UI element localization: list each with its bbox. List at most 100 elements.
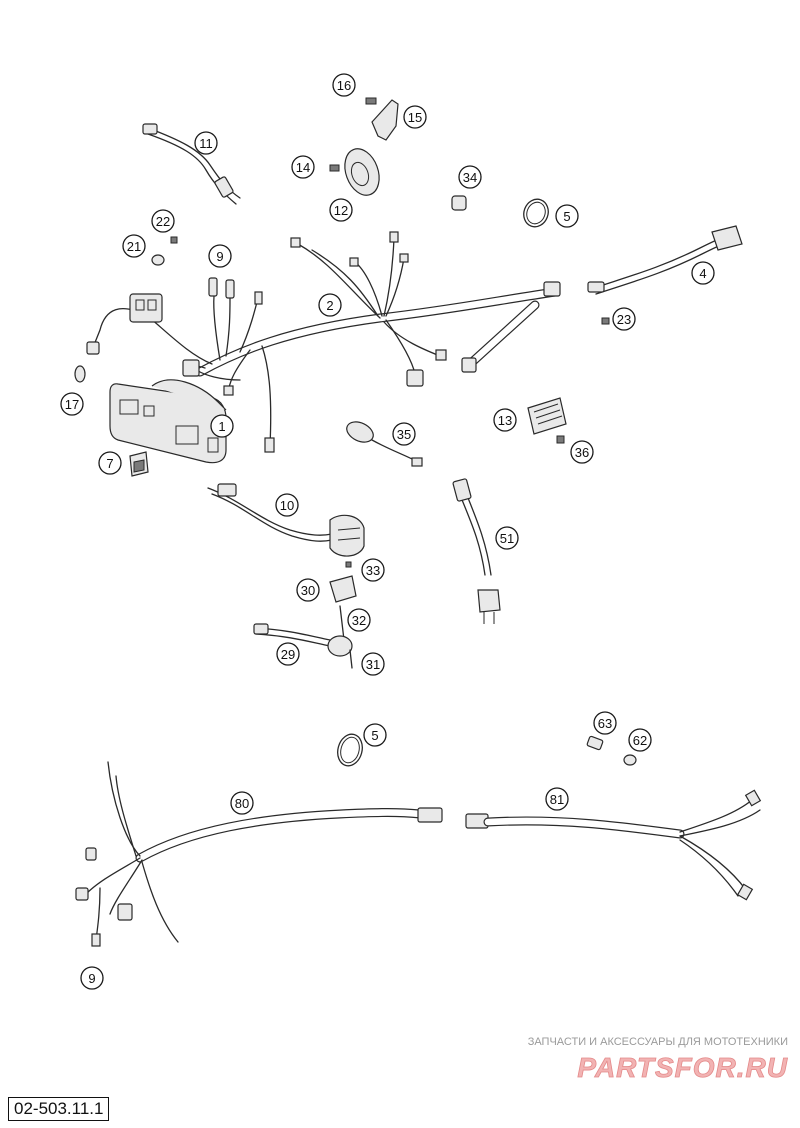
callout-c33: 33: [361, 558, 385, 582]
callout-circle: [98, 451, 122, 475]
watermark-brand: PARTSFOR.RU: [577, 1052, 788, 1083]
callout-circle: [60, 392, 84, 416]
callout-c21: 21: [122, 234, 146, 258]
callout-c12: 12: [329, 198, 353, 222]
callout-circle: [403, 105, 427, 129]
callout-c11: 11: [194, 131, 218, 155]
callout-circle: [361, 652, 385, 676]
callout-circle: [291, 155, 315, 179]
drawing-code-label: 02-503.11.1: [8, 1097, 110, 1121]
callout-circle: [275, 493, 299, 517]
callout-number: 14: [296, 160, 310, 175]
callout-number: 7: [106, 456, 113, 471]
cable-part-11: [142, 123, 241, 205]
switch-part-10: [207, 483, 365, 557]
callout-number: 5: [371, 728, 378, 743]
callout-number: 51: [500, 531, 514, 546]
callout-circle: [151, 209, 175, 233]
callout-circle: [493, 408, 517, 432]
callout-c30: 30: [296, 578, 320, 602]
callout-c1: 1: [210, 414, 234, 438]
callout-number: 11: [199, 136, 213, 151]
callout-number: 15: [408, 110, 422, 125]
callout-circle: [296, 578, 320, 602]
cable-tie-upper: [523, 198, 549, 228]
callout-circle: [80, 966, 104, 990]
sensor-part-51: [452, 478, 501, 624]
callout-number: 81: [550, 792, 564, 807]
relay-box: [74, 236, 178, 383]
callout-circle: [392, 422, 416, 446]
callout-c63: 63: [593, 711, 617, 735]
callout-number: 34: [463, 170, 477, 185]
callout-c51: 51: [495, 526, 519, 550]
callout-c31: 31: [361, 652, 385, 676]
callout-circle: [458, 165, 482, 189]
callout-c7: 7: [98, 451, 122, 475]
cable-tie-lower: [337, 733, 363, 767]
callout-number: 32: [352, 613, 366, 628]
callout-c5a: 5: [555, 204, 579, 228]
callout-circle: [122, 234, 146, 258]
harness-part-81: [465, 789, 762, 901]
callout-number: 63: [598, 716, 612, 731]
callout-circle: [329, 198, 353, 222]
callout-c36: 36: [570, 440, 594, 464]
regulator-part-13: [527, 397, 567, 444]
callout-c9a: 9: [208, 244, 232, 268]
part-34: [451, 195, 467, 211]
callout-number: 21: [127, 239, 141, 254]
callout-number: 17: [65, 397, 79, 412]
callout-circle: [363, 723, 387, 747]
callout-number: 29: [281, 647, 295, 662]
callout-c4: 4: [691, 261, 715, 285]
callout-c29: 29: [276, 642, 300, 666]
main-wiring-harness: [149, 231, 561, 453]
connector-part-7: [129, 451, 149, 477]
callout-number: 80: [235, 796, 249, 811]
watermark: ЗАПЧАСТИ И АКСЕССУАРЫ ДЛЯ МОТОТЕХНИКИ PA…: [528, 1036, 788, 1083]
switch-assembly-29: [253, 561, 357, 669]
callout-circle: [230, 791, 254, 815]
harness-part-80: [75, 761, 443, 947]
callout-c62: 62: [628, 728, 652, 752]
callout-number: 13: [498, 413, 512, 428]
callout-c14: 14: [291, 155, 315, 179]
callout-c32: 32: [347, 608, 371, 632]
watermark-tagline: ЗАПЧАСТИ И АКСЕССУАРЫ ДЛЯ МОТОТЕХНИКИ: [528, 1036, 788, 1048]
callout-number: 23: [617, 312, 631, 327]
callout-c23: 23: [612, 307, 636, 331]
callout-circle: [628, 728, 652, 752]
callout-circle: [208, 244, 232, 268]
callout-c80: 80: [230, 791, 254, 815]
part-35: [346, 421, 423, 467]
callout-circle: [545, 787, 569, 811]
callout-number: 1: [218, 419, 225, 434]
callout-circle: [691, 261, 715, 285]
callout-circle: [318, 293, 342, 317]
parts-62-63: [586, 735, 637, 766]
callout-circle: [361, 558, 385, 582]
callout-number: 12: [334, 203, 348, 218]
callout-number: 4: [699, 266, 706, 281]
cable-part-4: [587, 225, 743, 325]
callout-c35: 35: [392, 422, 416, 446]
callout-c9b: 9: [80, 966, 104, 990]
callout-number: 16: [337, 78, 351, 93]
callout-c2: 2: [318, 293, 342, 317]
callout-number: 31: [366, 657, 380, 672]
callout-number: 33: [366, 563, 380, 578]
callout-number: 35: [397, 427, 411, 442]
callout-circle: [612, 307, 636, 331]
callout-circle: [555, 204, 579, 228]
callout-circle: [332, 73, 356, 97]
callout-circle: [276, 642, 300, 666]
callout-number: 36: [575, 445, 589, 460]
callout-c17: 17: [60, 392, 84, 416]
mounting-plate: [109, 379, 227, 464]
callout-number: 62: [633, 733, 647, 748]
callout-circle: [593, 711, 617, 735]
callout-c16: 16: [332, 73, 356, 97]
